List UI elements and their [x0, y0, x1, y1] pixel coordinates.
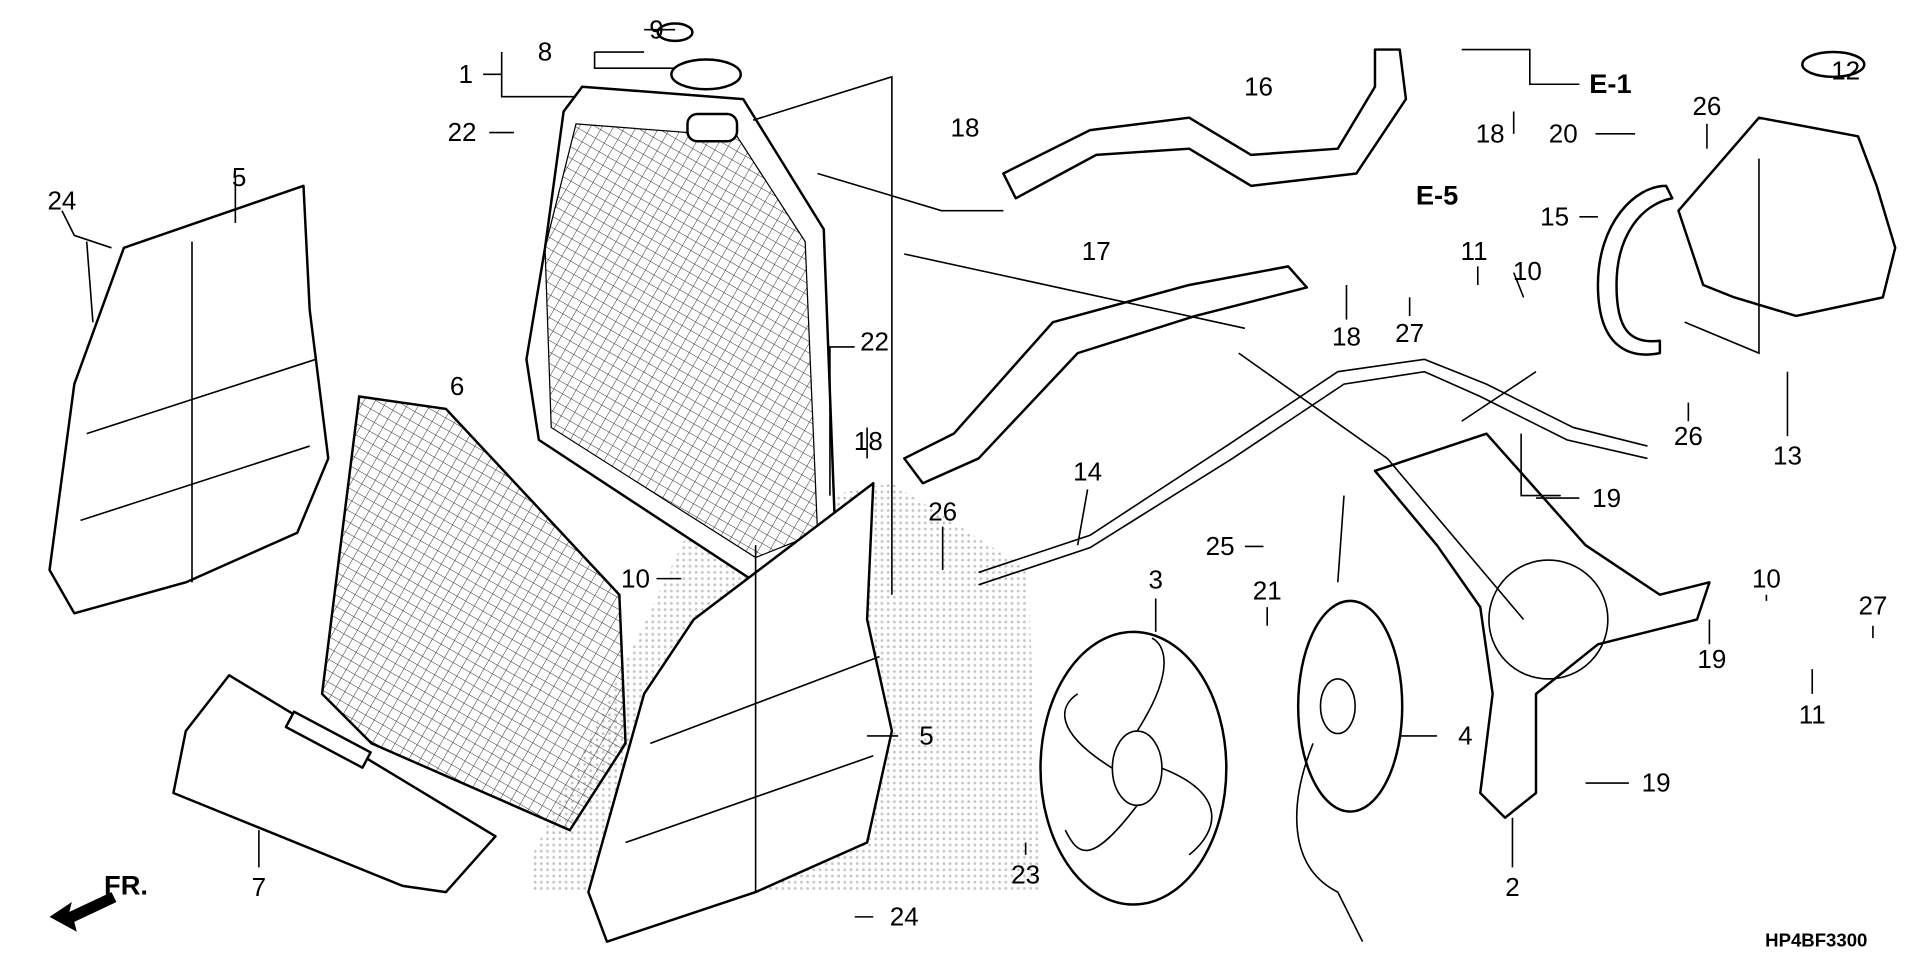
callout-13[interactable]: 13	[1773, 441, 1802, 471]
callout-14[interactable]: 14	[1073, 457, 1102, 487]
callout-10[interactable]: 10	[1513, 256, 1542, 286]
cap-seal	[656, 22, 694, 43]
callout-18[interactable]: 18	[1476, 118, 1505, 148]
callout-17[interactable]: 17	[1082, 236, 1111, 266]
callout-19[interactable]: 19	[1697, 644, 1726, 674]
callout-22[interactable]: 22	[448, 117, 477, 147]
callout-19[interactable]: 19	[1592, 483, 1621, 513]
callout-24[interactable]: 24	[890, 902, 919, 932]
hose-14	[978, 358, 1648, 586]
callout-5[interactable]: 5	[919, 721, 933, 751]
ref-e5[interactable]: E-5	[1416, 179, 1458, 210]
callout-27[interactable]: 27	[1395, 318, 1424, 348]
shroud-right	[587, 481, 894, 943]
lower-guard	[172, 674, 497, 894]
callout-11[interactable]: 11	[1461, 236, 1488, 266]
tank-cap	[1801, 50, 1866, 79]
callout-6[interactable]: 6	[450, 371, 464, 401]
callout-8[interactable]: 8	[538, 37, 552, 67]
callout-27[interactable]: 27	[1858, 591, 1887, 621]
reserve-tank	[1677, 50, 1897, 318]
callout-9[interactable]: 9	[649, 14, 663, 44]
callout-10[interactable]: 10	[1752, 563, 1781, 593]
callout-18[interactable]: 18	[950, 112, 979, 142]
radiator-cap	[670, 58, 742, 91]
callout-21[interactable]: 21	[1253, 576, 1282, 606]
callout-4[interactable]: 4	[1458, 721, 1472, 751]
callout-20[interactable]: 20	[1549, 118, 1578, 148]
callout-26[interactable]: 26	[928, 496, 957, 526]
callout-3[interactable]: 3	[1148, 565, 1162, 595]
callout-2[interactable]: 2	[1505, 872, 1519, 902]
radiator	[525, 22, 838, 584]
callout-18[interactable]: 18	[1332, 322, 1361, 352]
callout-23[interactable]: 23	[1011, 859, 1040, 889]
callout-18[interactable]: 18	[854, 426, 883, 456]
callout-10[interactable]: 10	[621, 563, 650, 593]
callout-16[interactable]: 16	[1244, 71, 1273, 101]
fan	[1039, 630, 1228, 906]
front-arrow: FR.	[49, 870, 148, 932]
callout-25[interactable]: 25	[1206, 531, 1235, 561]
fan-motor	[1295, 495, 1404, 943]
leader-lines	[61, 28, 1874, 918]
shroud-left	[48, 184, 330, 615]
callout-22[interactable]: 22	[860, 327, 889, 357]
callout-26[interactable]: 26	[1674, 421, 1703, 451]
callout-15[interactable]: 15	[1540, 201, 1569, 231]
hose-17	[903, 265, 1309, 485]
hose-15	[1596, 184, 1674, 356]
callout-1[interactable]: 1	[459, 59, 473, 89]
callout-12[interactable]: 12	[1831, 55, 1860, 85]
callout-5[interactable]: 5	[232, 162, 246, 192]
fan-shroud	[1373, 432, 1711, 819]
front-arrow-label: FR.	[104, 870, 148, 901]
hose-16	[1002, 48, 1408, 200]
ref-e1[interactable]: E-1	[1589, 68, 1631, 99]
callout-7[interactable]: 7	[252, 872, 266, 902]
callout-19[interactable]: 19	[1642, 768, 1671, 798]
radiator-screen	[320, 395, 627, 832]
callout-26[interactable]: 26	[1692, 91, 1721, 121]
callout-11[interactable]: 11	[1799, 700, 1826, 730]
diagram-code: HP4BF3300	[1765, 930, 1867, 951]
callout-24[interactable]: 24	[47, 185, 76, 215]
